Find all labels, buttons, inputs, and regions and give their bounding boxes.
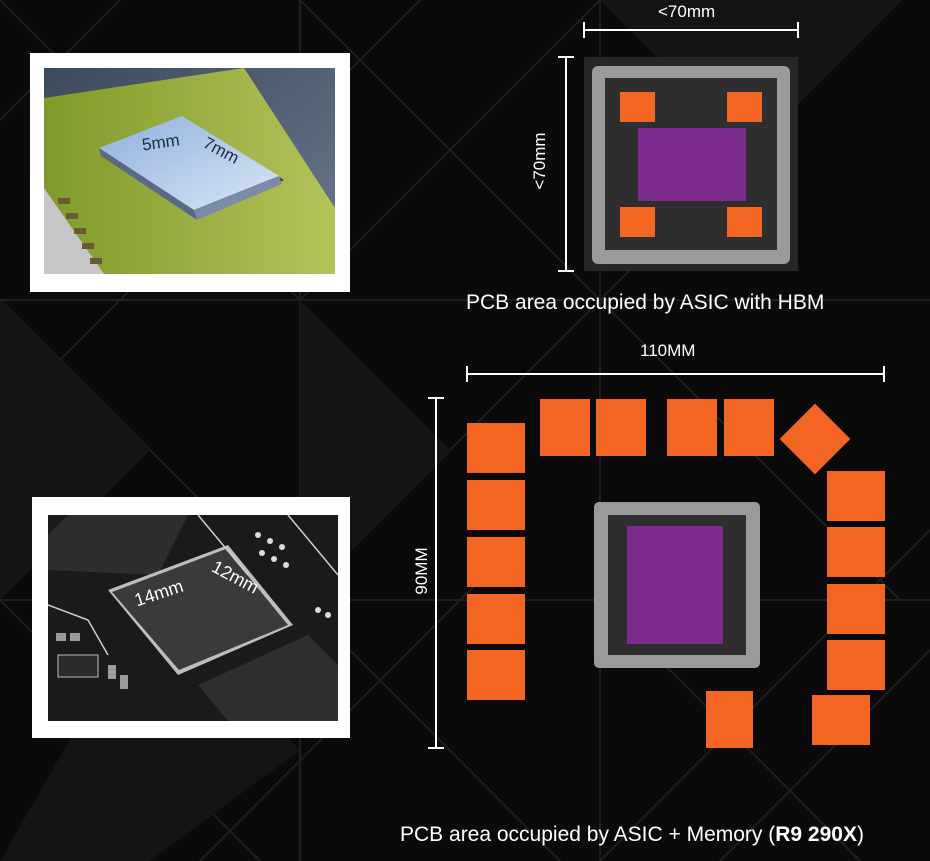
- gddr5-caption-main: PCB area occupied by ASIC + Memory (: [400, 823, 776, 846]
- hbm-caption: PCB area occupied by ASIC with HBM: [466, 291, 825, 314]
- gddr5-gpu-die: [627, 526, 723, 644]
- hbm-chip-illustration: [44, 68, 335, 274]
- gddr5-memory-chip: [467, 594, 525, 644]
- hbm-width-label: <70mm: [658, 2, 716, 21]
- gddr5-caption: PCB area occupied by ASIC + Memory (R9 2…: [400, 823, 864, 847]
- gddr5-memory-chip: [827, 527, 885, 577]
- gddr5-memory-chip: [467, 650, 525, 700]
- hbm-stack-top-right: [727, 92, 762, 122]
- gddr5-memory-chip: [540, 399, 590, 456]
- gddr5-memory-chip: [827, 640, 885, 690]
- gddr5-memory-chip: [596, 399, 646, 456]
- gddr5-memory-chip: [812, 695, 870, 745]
- gddr5-caption-end: ): [856, 823, 864, 846]
- gddr5-memory-chip: [706, 691, 753, 748]
- hbm-stack-top-left: [620, 92, 655, 122]
- gddr5-memory-chip: [467, 423, 525, 473]
- gddr5-caption-model: R9 290X: [775, 823, 857, 846]
- gddr5-chip-illustration: [48, 515, 338, 721]
- hbm-chip-photo: 5mm 7mm: [30, 53, 350, 292]
- gddr5-memory-chip: [779, 403, 851, 475]
- gddr5-height-label: 90MM: [412, 547, 431, 595]
- gddr5-memory-chip: [827, 584, 885, 634]
- gddr5-memory-chip: [724, 399, 774, 456]
- gddr5-memory-chip: [467, 537, 525, 587]
- gddr5-memory-chip: [667, 399, 717, 456]
- hbm-stack-bottom-right: [727, 207, 762, 237]
- gddr5-width-label: 110MM: [640, 341, 696, 360]
- hbm-stack-bottom-left: [620, 207, 655, 237]
- gddr5-memory-chip: [467, 480, 525, 530]
- gddr5-memory-chip: [827, 471, 885, 521]
- hbm-gpu-die: [638, 128, 746, 201]
- gddr5-chip-photo: 14mm 12mm: [32, 497, 350, 738]
